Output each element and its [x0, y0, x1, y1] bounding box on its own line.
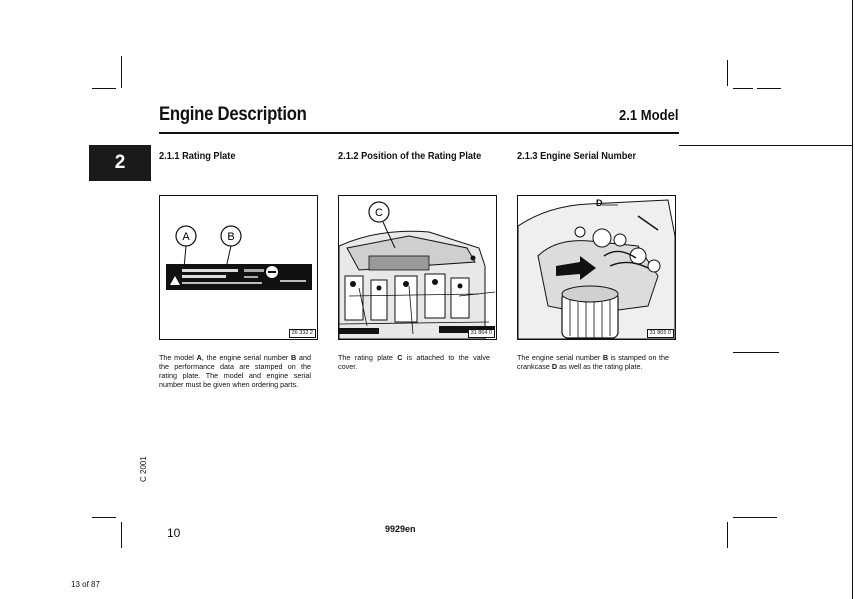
viewer-page-count: 13 of 87: [71, 580, 100, 589]
crop-mark: [121, 56, 122, 88]
callout-b: B: [227, 231, 234, 243]
callout-c: C: [375, 207, 383, 219]
figure-rating-plate: A B 26 332 2: [159, 195, 318, 340]
crop-mark: [121, 522, 122, 548]
crop-mark: [757, 88, 781, 89]
subheading-rating-plate: 2.1.1 Rating Plate: [159, 150, 236, 162]
crankcase-drawing: D: [518, 198, 675, 339]
engine-valve-cover-drawing: C: [339, 201, 496, 339]
caption-engine-serial-number: The engine serial number B is stamped on…: [517, 353, 669, 371]
figure-reference: 31 864 0: [467, 329, 495, 338]
callout-d: D: [596, 198, 603, 208]
subheading-position: 2.1.2 Position of the Rating Plate: [338, 150, 482, 162]
caption-rating-plate-position: The rating plate C is attached to the va…: [338, 353, 490, 371]
page-title: Engine Description: [159, 104, 307, 125]
margin-rule: [733, 352, 779, 353]
figure-reference: 26 332 2: [288, 329, 316, 338]
chapter-tab: 2: [89, 145, 151, 181]
crop-mark: [727, 522, 728, 548]
figure-reference: 31 865 0: [646, 329, 674, 338]
header-rule: [159, 132, 679, 134]
crop-mark: [727, 60, 728, 86]
crop-mark: [92, 88, 116, 89]
section-title: 2.1 Model: [619, 108, 679, 124]
subheading-serial-number: 2.1.3 Engine Serial Number: [517, 150, 637, 162]
crop-mark: [733, 517, 777, 518]
rating-plate-drawing: A B: [166, 225, 312, 290]
callout-a: A: [182, 231, 190, 243]
figure-engine-serial-number: D 31 865 0: [517, 195, 676, 340]
crop-mark: [733, 88, 753, 89]
caption-rating-plate: The model A, the engine serial number B …: [159, 353, 311, 389]
figure-rating-plate-position: C 31 864 0: [338, 195, 497, 340]
page-edge: [852, 0, 853, 599]
document-code: 9929en: [385, 524, 416, 534]
page-number: 10: [167, 526, 181, 540]
header-rule-extension: [679, 145, 852, 146]
crop-mark: [92, 517, 116, 518]
copyright-note: C 2001: [139, 456, 148, 482]
